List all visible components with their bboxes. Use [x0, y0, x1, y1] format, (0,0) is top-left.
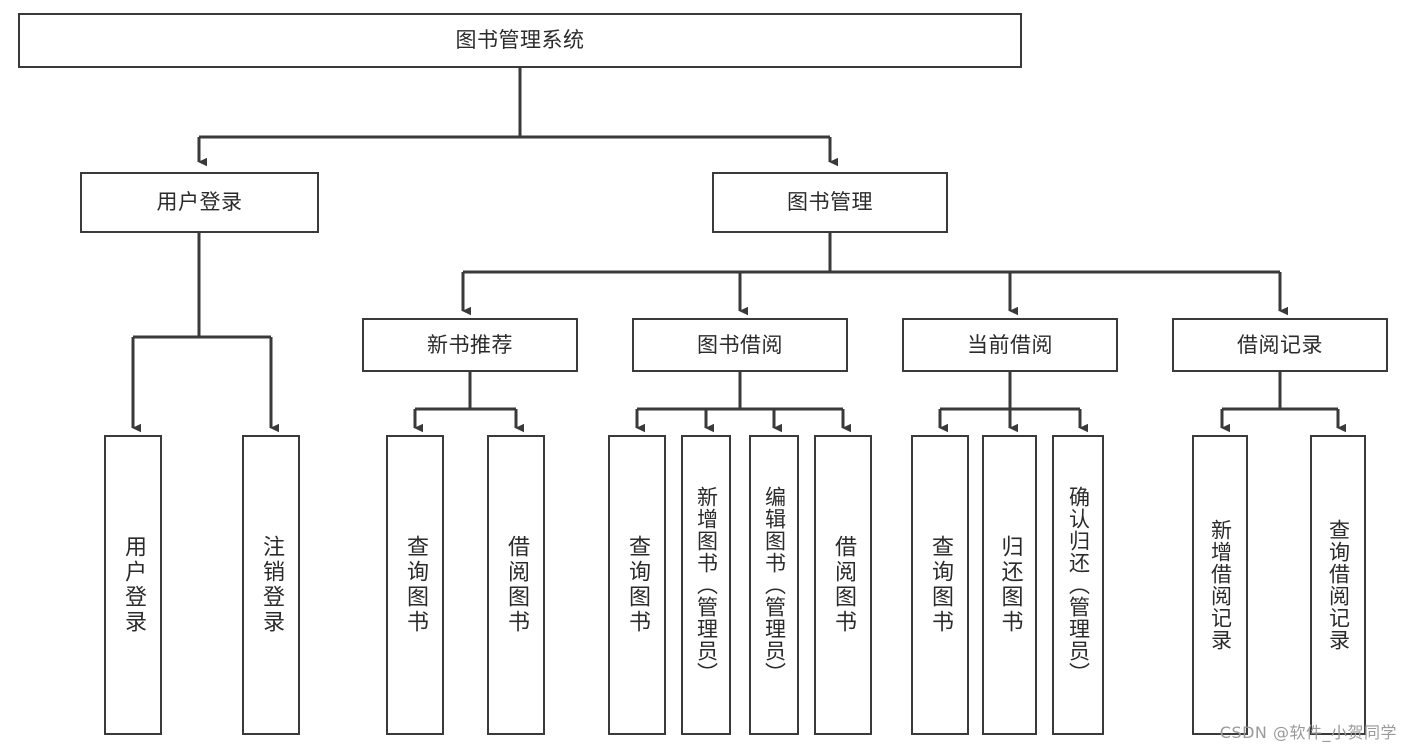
leaf-borrow-query-book-label: 查询图书 [625, 535, 650, 635]
leaf-new-book-query-label: 查询图书 [403, 535, 428, 635]
leaf-borrow-query-book[interactable]: 查询图书 [608, 435, 666, 735]
leaf-borrow-add-book-admin-label: 新增图书（管理员） [694, 486, 719, 684]
leaf-borrow-borrow-book[interactable]: 借阅图书 [814, 435, 872, 735]
node-current-borrow[interactable]: 当前借阅 [902, 318, 1118, 372]
node-book-borrow[interactable]: 图书借阅 [632, 318, 848, 372]
node-current-borrow-label: 当前借阅 [967, 332, 1053, 357]
node-book-management-label: 图书管理 [787, 190, 873, 215]
leaf-borrow-borrow-book-label: 借阅图书 [831, 535, 856, 635]
leaf-current-return-book-label: 归还图书 [997, 535, 1023, 635]
leaf-new-book-borrow[interactable]: 借阅图书 [487, 435, 545, 735]
leaf-current-query-book[interactable]: 查询图书 [911, 435, 969, 735]
leaf-record-query-record[interactable]: 查询借阅记录 [1310, 435, 1366, 735]
node-root-system-label: 图书管理系统 [455, 28, 585, 53]
leaf-user-login-signin[interactable]: 用户登录 [104, 435, 162, 735]
node-new-book-recommend-label: 新书推荐 [427, 332, 513, 357]
leaf-record-add-record-label: 新增借阅记录 [1208, 519, 1233, 651]
leaf-record-add-record[interactable]: 新增借阅记录 [1192, 435, 1248, 735]
csdn-watermark: CSDN @软件_小贺同学 [1219, 723, 1397, 742]
leaf-borrow-edit-book-admin[interactable]: 编辑图书（管理员） [749, 435, 799, 735]
node-root-system[interactable]: 图书管理系统 [18, 13, 1022, 68]
leaf-new-book-query[interactable]: 查询图书 [386, 435, 444, 735]
leaf-current-confirm-return-admin-label: 确认归还（管理员） [1066, 486, 1091, 684]
node-book-management[interactable]: 图书管理 [712, 172, 948, 233]
leaf-current-confirm-return-admin[interactable]: 确认归还（管理员） [1052, 435, 1104, 735]
leaf-current-query-book-label: 查询图书 [928, 535, 953, 635]
leaf-current-return-book[interactable]: 归还图书 [982, 435, 1037, 735]
leaf-borrow-edit-book-admin-label: 编辑图书（管理员） [762, 486, 787, 684]
node-user-login[interactable]: 用户登录 [80, 172, 319, 233]
leaf-borrow-add-book-admin[interactable]: 新增图书（管理员） [681, 435, 731, 735]
leaf-new-book-borrow-label: 借阅图书 [504, 535, 529, 635]
node-borrow-record[interactable]: 借阅记录 [1172, 318, 1388, 372]
node-user-login-label: 用户登录 [156, 190, 243, 215]
node-new-book-recommend[interactable]: 新书推荐 [362, 318, 578, 372]
leaf-user-login-signout-label: 注销登录 [259, 535, 284, 635]
node-book-borrow-label: 图书借阅 [697, 332, 783, 357]
leaf-user-login-signout[interactable]: 注销登录 [242, 435, 300, 735]
node-borrow-record-label: 借阅记录 [1237, 332, 1323, 357]
leaf-record-query-record-label: 查询借阅记录 [1326, 519, 1351, 651]
leaf-user-login-signin-label: 用户登录 [121, 535, 146, 635]
